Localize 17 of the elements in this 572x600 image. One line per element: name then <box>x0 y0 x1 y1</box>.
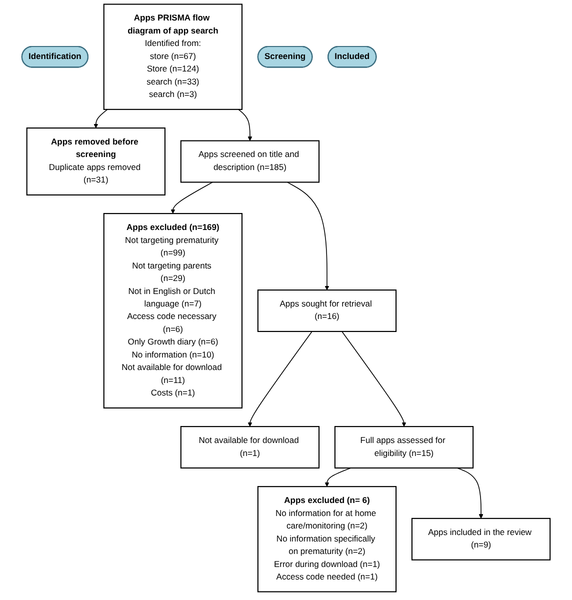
arrow <box>324 468 352 487</box>
arrow <box>286 182 330 290</box>
node-box: Not available for download (n=1) <box>180 426 320 468</box>
node-box: Apps sought for retrieval (n=16) <box>257 290 397 332</box>
arrow <box>238 109 252 141</box>
node-box: Apps PRISMA flow diagram of app search Identified from: store (n=67) Store (n=124) search (n=33) search (n=3) <box>103 4 243 110</box>
arrow <box>456 468 484 519</box>
arrow <box>170 182 214 214</box>
node-box: Apps included in the review (n=9) <box>411 518 551 560</box>
node-box: Apps excluded (n=169) Not targeting prematurity (n=99) Not targeting parents (n=29) Not in English or Dutch language (n=7) Access code necessary (n=6) Only Growth diary (n=6) No information (n=10) Not available for download (n=11) Costs (n=1) <box>103 213 243 408</box>
node-box: Apps excluded (n= 6) No information for at home care/monitoring (n=2) No information specifically on prematurity (n=2) Error during download (n=1) Access code needed (n=1) <box>257 486 397 592</box>
node-box: Apps removed before screening Duplicate apps removed (n=31) <box>26 128 166 196</box>
node-box: Full apps assessed for eligibility (n=15) <box>334 426 474 468</box>
arrow <box>342 331 406 427</box>
arrow <box>94 109 108 128</box>
node-box: Apps screened on title and description (n=185) <box>180 140 320 183</box>
arrow <box>248 331 312 427</box>
